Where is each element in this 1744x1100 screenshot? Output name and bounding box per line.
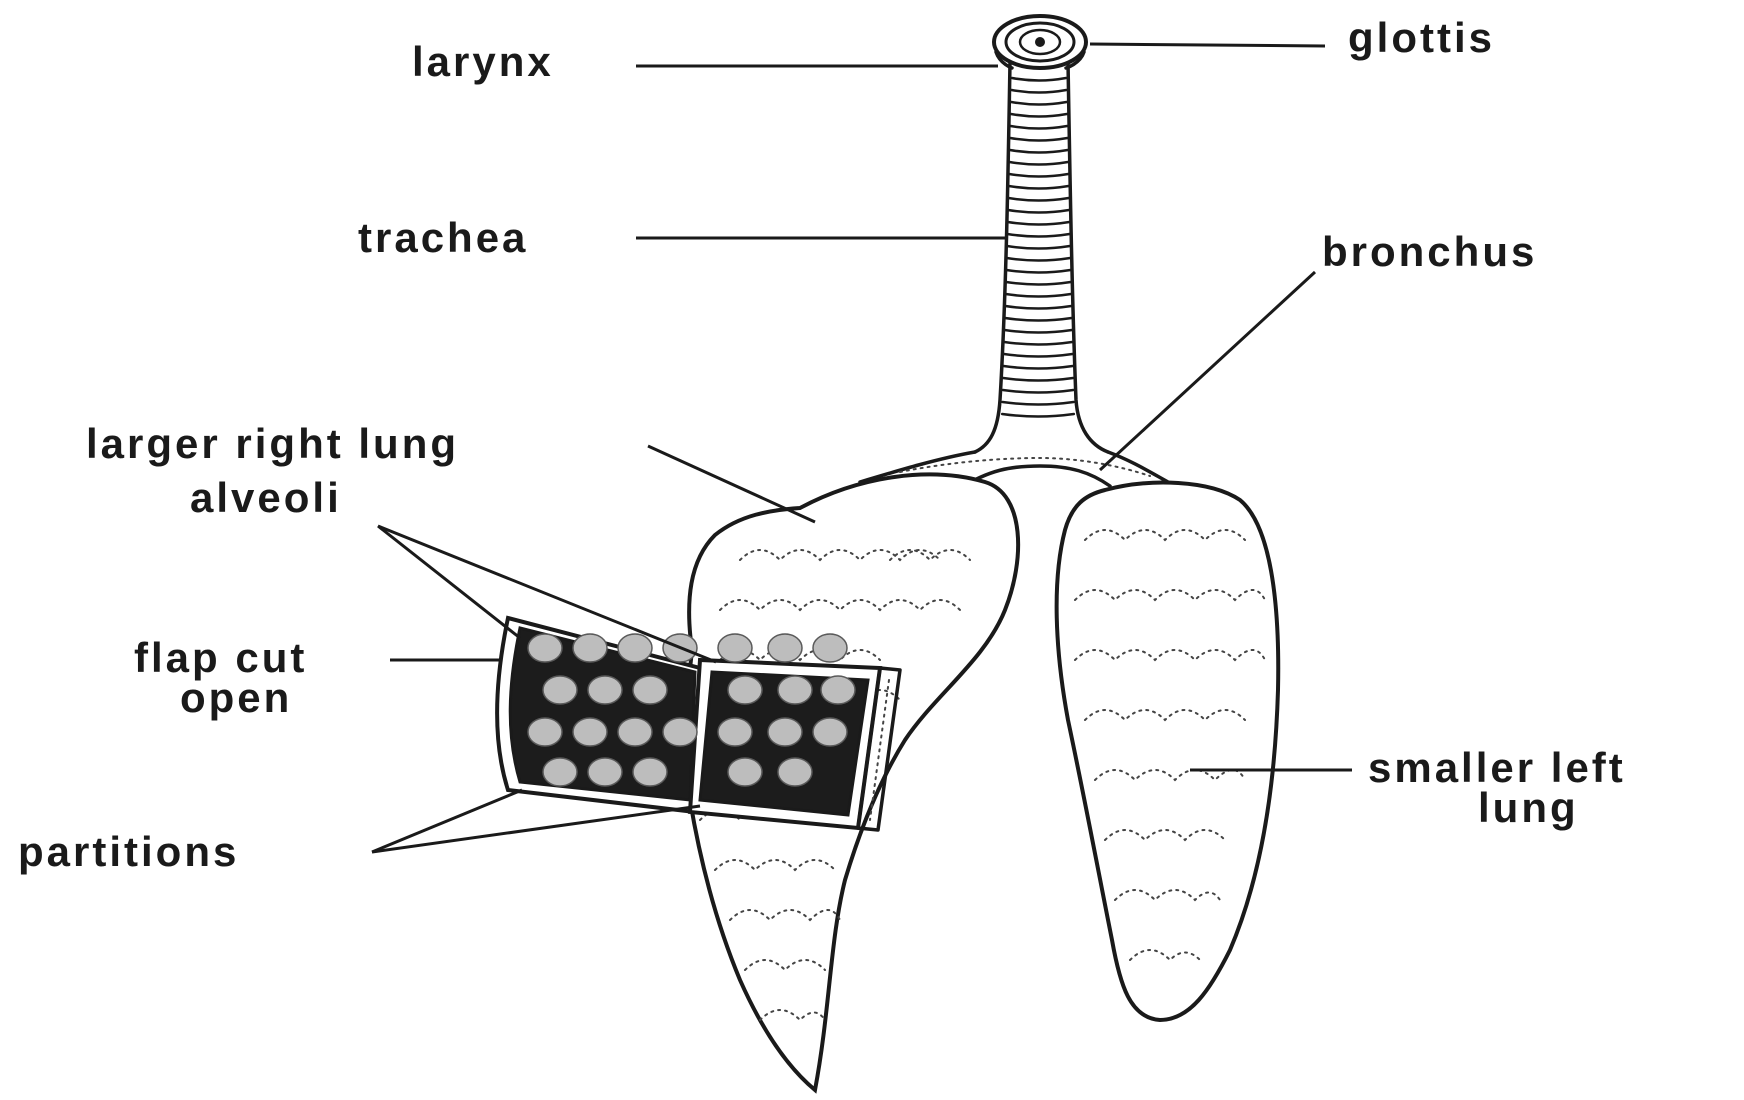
trachea-ring [1010,150,1068,153]
label-larynx: larynx [412,38,554,85]
alveolus-cell [778,758,812,786]
trachea-ring [1003,378,1073,381]
alveolus-cell [718,634,752,662]
alveolus-cell [633,676,667,704]
alveolus-cell [528,718,562,746]
smaller-left-lung [1057,483,1279,1020]
trachea-ring [1004,342,1072,345]
label-larger-right-lung: larger right lung [86,420,459,467]
trachea-ring [1006,282,1071,285]
trachea-tube [975,62,1108,452]
alveolus-cell [633,758,667,786]
alveolus-cell [543,676,577,704]
alveolus-cell [778,676,812,704]
trachea-ring [1003,390,1073,393]
trachea-ring [1007,246,1070,249]
label-bronchus: bronchus [1322,228,1537,275]
trachea-ring [1008,210,1069,213]
alveoli-leader-1 [378,526,520,638]
label-smaller-left-lung-line2: lung [1478,784,1579,831]
alveolus-cell [543,758,577,786]
partitions-leader-2 [372,806,700,852]
trachea-ring [1009,174,1068,177]
trachea-ring [1008,198,1068,201]
glottis-leader [1090,44,1325,46]
bronchus-leader [1100,272,1315,470]
glottis-opening [1035,37,1045,47]
alveolus-cell [728,676,762,704]
alveolus-cell [768,634,802,662]
trachea-ring [1007,258,1070,261]
trachea-ring [1006,270,1070,273]
trachea-ring [1010,162,1068,165]
trachea-ring [1010,138,1067,141]
alveolus-cell [528,634,562,662]
trachea-ring [1004,354,1073,357]
trachea-ring [1003,402,1074,405]
trachea-ring [1012,90,1067,93]
trachea-ring [1012,78,1066,81]
trachea-ring [1002,414,1074,417]
trachea-ring [1011,102,1066,105]
alveolus-cell [618,718,652,746]
alveolus-cell [663,718,697,746]
alveolus-cell [588,676,622,704]
alveolus-cell [588,758,622,786]
alveolus-cell [813,634,847,662]
label-alveoli: alveoli [190,474,342,521]
right-lung-leader [648,446,815,522]
alveolus-cell [768,718,802,746]
alveolus-cell [618,634,652,662]
alveolus-cell [573,634,607,662]
trachea-ring [1005,318,1072,321]
alveolus-cell [718,718,752,746]
trachea-ring [1005,330,1072,333]
alveolus-cell [821,676,855,704]
label-trachea: trachea [358,214,528,261]
label-glottis: glottis [1348,14,1495,61]
trachea-rings [1002,78,1074,417]
trachea-ring [1011,126,1068,129]
alveolus-cell [573,718,607,746]
label-flap-cut-line2: open [180,674,292,721]
trachea-ring [1004,366,1073,369]
label-partitions: partitions [18,828,239,875]
alveolus-cell [728,758,762,786]
trachea-ring [1006,294,1071,297]
larynx-head [994,16,1086,68]
trachea-ring [1009,186,1069,189]
trachea-ring [1005,306,1071,309]
trachea-ring [1008,222,1070,225]
alveolus-cell [813,718,847,746]
trachea-ring [1011,114,1067,117]
trachea-ring [1007,234,1069,237]
